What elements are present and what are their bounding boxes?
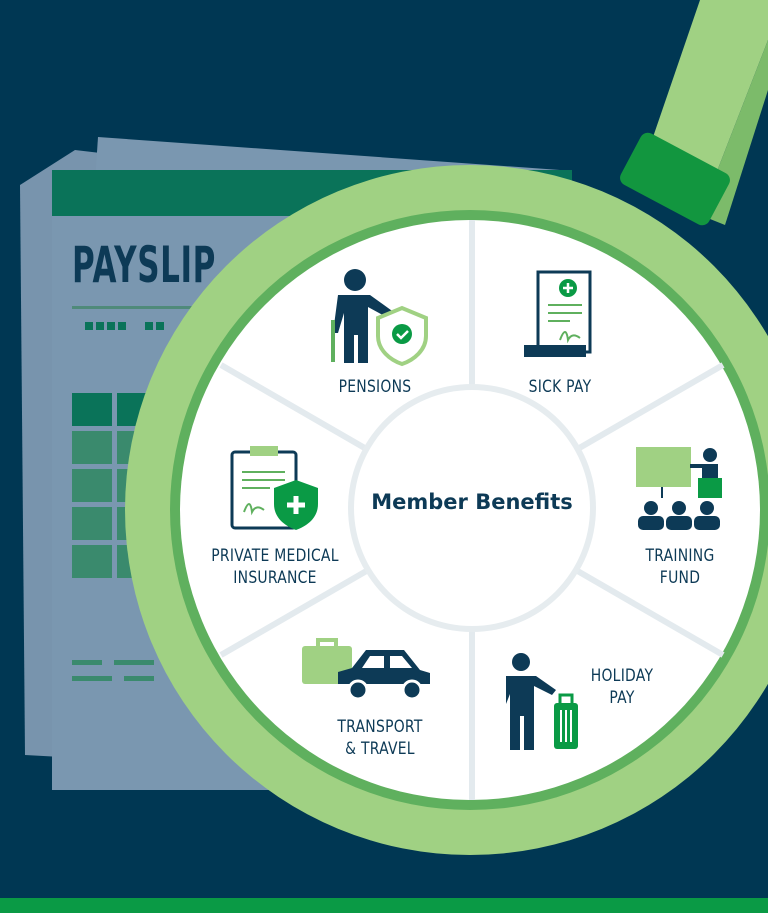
benefit-label-pensions: PENSIONS xyxy=(338,377,412,397)
benefit-label-transport-travel: TRANSPORT& TRAVEL xyxy=(319,716,442,760)
sick-note-icon xyxy=(524,270,592,357)
label-line: TRANSPORT xyxy=(337,717,423,737)
holiday-traveller-icon xyxy=(506,653,578,750)
medical-clipboard-icon xyxy=(230,446,318,530)
center-circle xyxy=(354,390,590,626)
label-line: HOLIDAY xyxy=(590,666,654,686)
magnifier-handle xyxy=(620,0,768,226)
training-icon xyxy=(636,447,722,530)
car-briefcase-icon xyxy=(302,638,430,701)
footer-bar xyxy=(0,898,768,913)
benefit-label-sick-pay: SICK PAY xyxy=(528,377,592,397)
label-line: PRIVATE MEDICAL xyxy=(211,546,339,566)
label-line: & TRAVEL xyxy=(345,739,415,759)
payslip-date xyxy=(85,322,164,330)
pension-icon xyxy=(331,269,428,367)
label-line: PAY xyxy=(609,688,635,708)
center-title: Member Benefits xyxy=(371,490,573,514)
label-line: FUND xyxy=(659,568,701,588)
label-line: TRAINING xyxy=(645,546,715,566)
payslip-title: PAYSLIP xyxy=(72,236,217,294)
label-line: INSURANCE xyxy=(233,568,317,588)
